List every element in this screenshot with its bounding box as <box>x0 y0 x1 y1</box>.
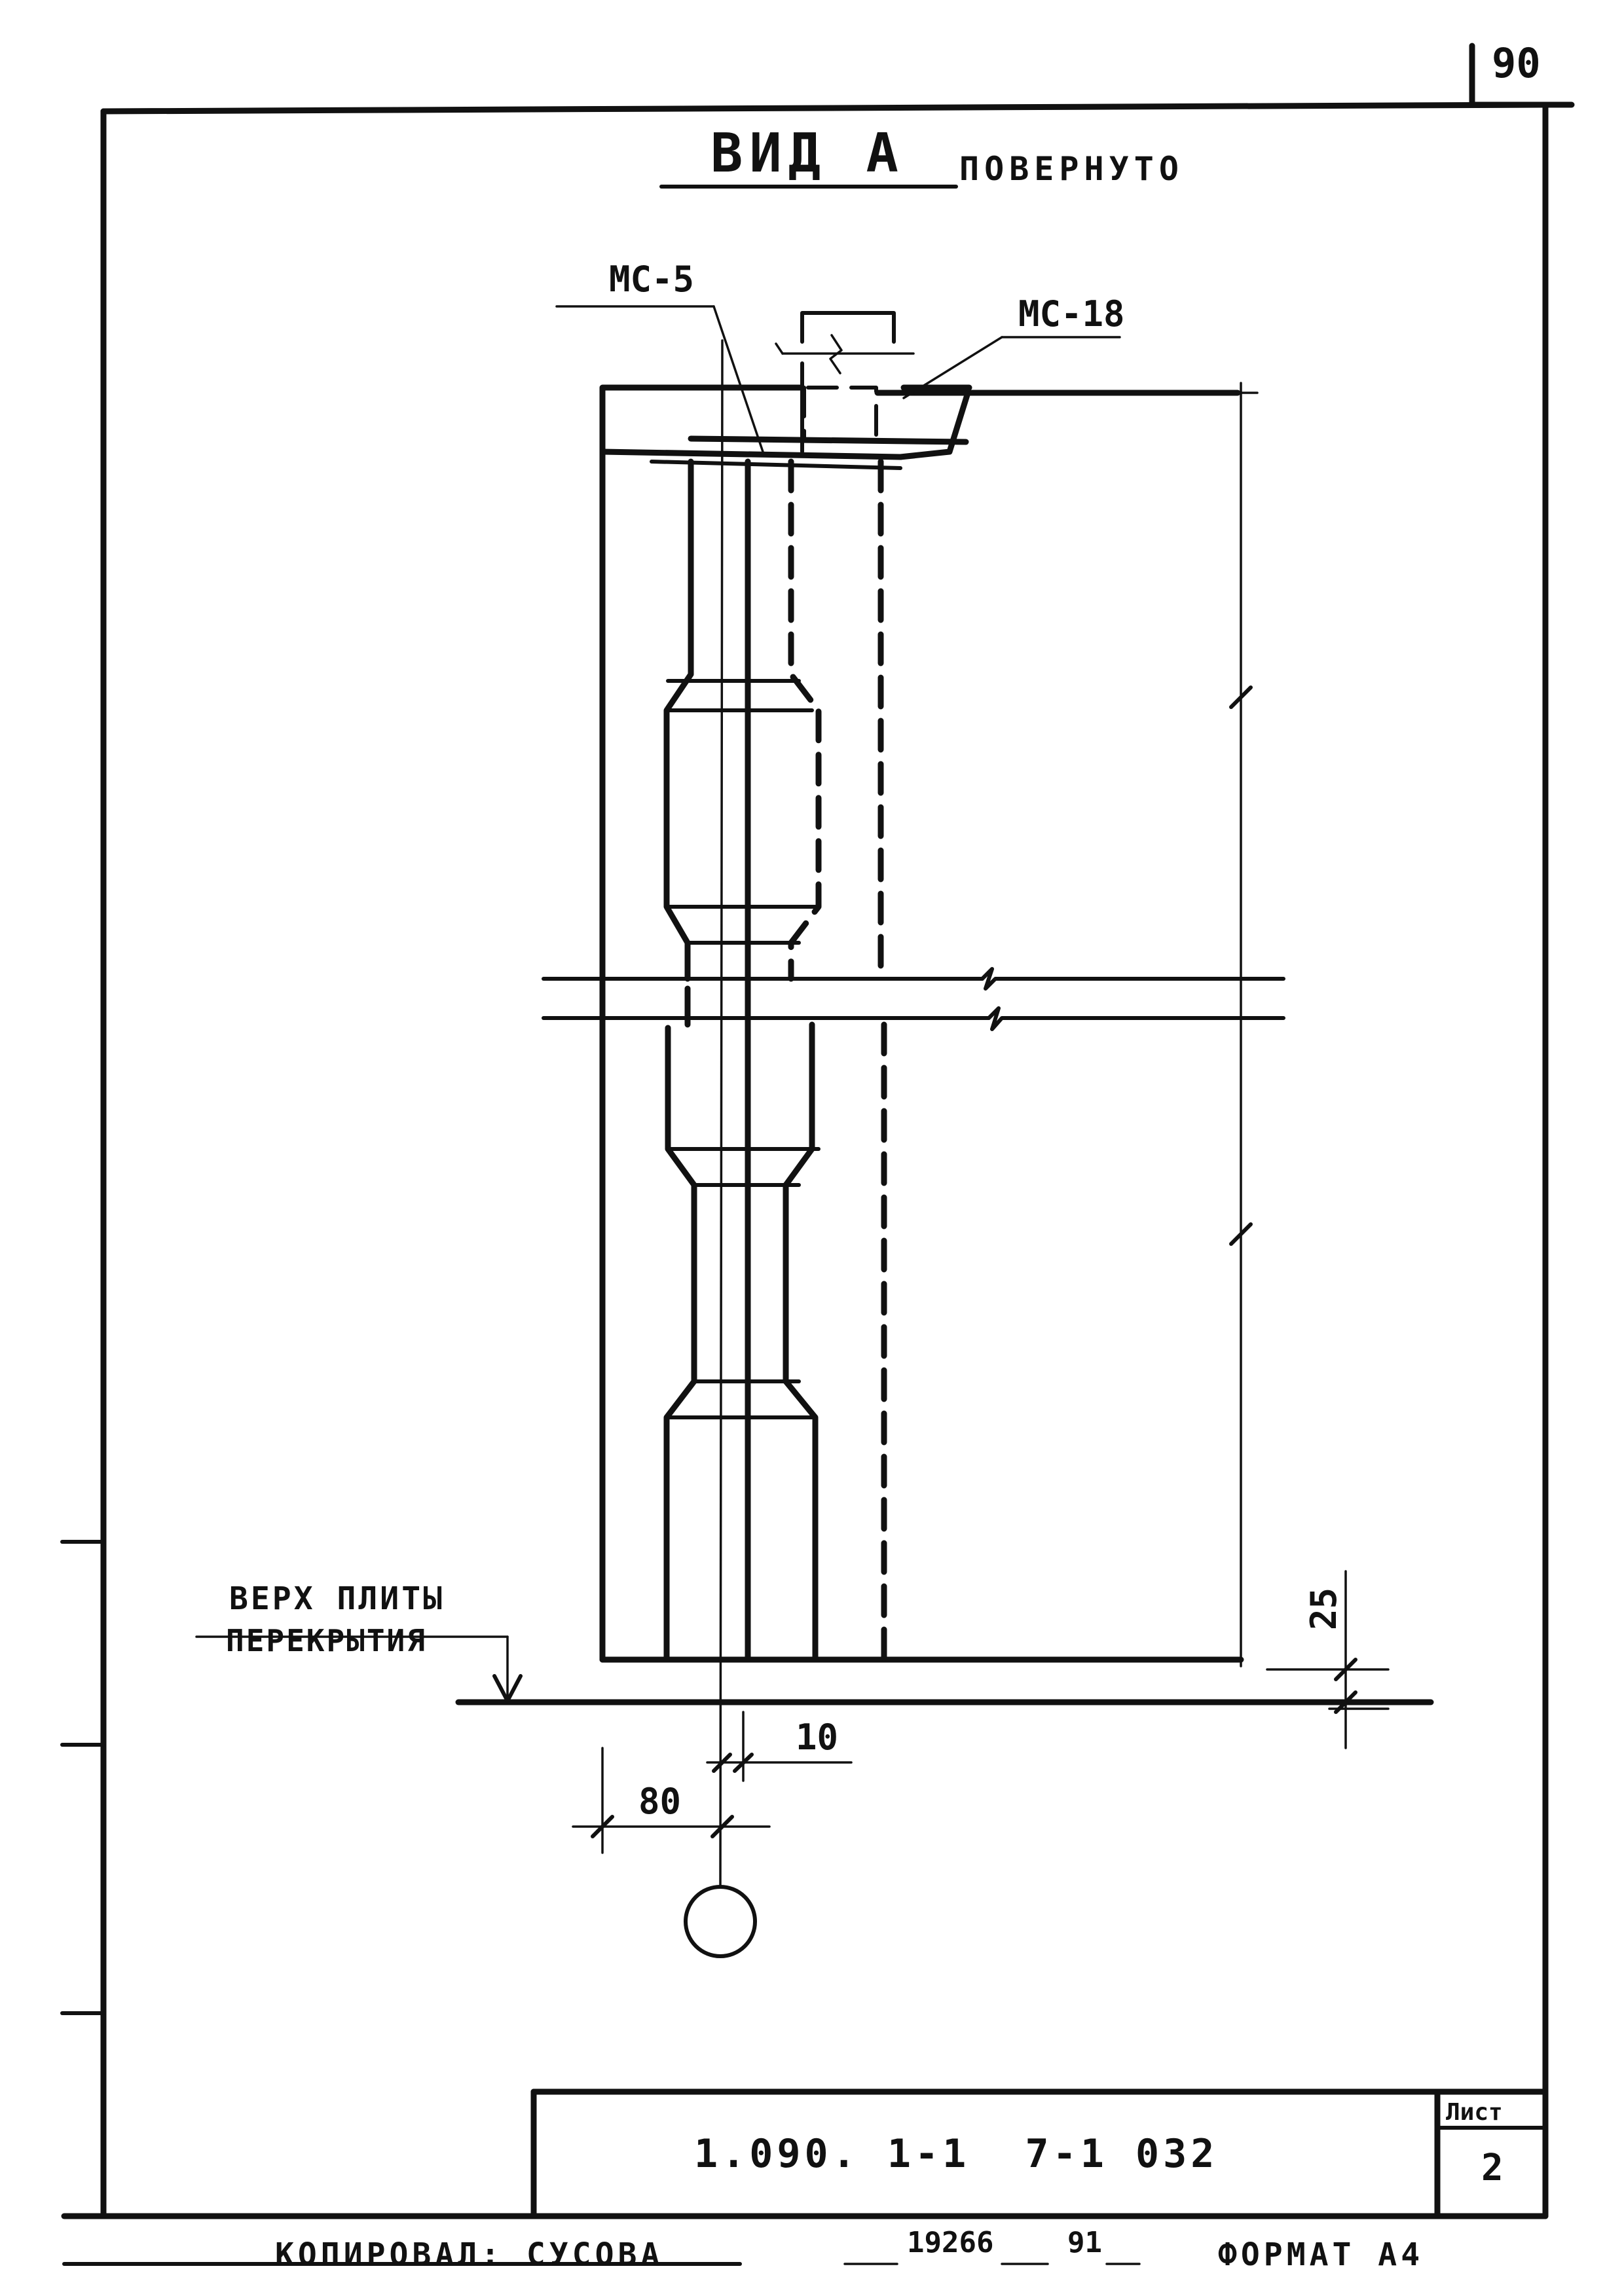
column-outline <box>599 384 1244 1663</box>
corner-sheet-number: 90 <box>1492 39 1541 87</box>
sheet-label: Лист <box>1446 2099 1503 2126</box>
footer-format: ФОРМАТ А4 <box>1218 2236 1424 2273</box>
footer-copied-by: КОПИРОВАЛ: СУСОВА <box>275 2236 663 2273</box>
callout-ms18-label: МС-18 <box>1018 293 1125 335</box>
level-label-line2: ПЕРЕКРЫТИЯ <box>226 1623 427 1658</box>
dimension-25-value: 25 <box>1303 1588 1344 1630</box>
view-subtitle: ПОВЕРНУТО <box>959 150 1184 188</box>
footer: КОПИРОВАЛ: СУСОВА 19266 91 ФОРМАТ А4 <box>62 2226 1424 2273</box>
center-axis <box>719 339 724 1887</box>
callout-ms5: МС-5 <box>555 259 764 453</box>
footer-year: 91 <box>1067 2226 1102 2259</box>
corner-stamp: 90 <box>1469 39 1575 108</box>
footer-order-number: 19266 <box>907 2226 993 2259</box>
height-dimension <box>967 382 1259 1667</box>
level-label-line1: ВЕРХ ПЛИТЫ <box>229 1580 445 1617</box>
sheet-number: 2 <box>1481 2147 1504 2189</box>
top-bracket <box>775 311 915 454</box>
sheet-frame <box>60 101 1549 2219</box>
dimension-10: 10 <box>706 1711 853 1782</box>
dimension-25: 25 <box>1266 1570 1390 1749</box>
axis-bubble <box>684 1885 757 1958</box>
callout-ms18: МС-18 <box>902 293 1125 399</box>
shaft-hidden <box>783 458 887 1663</box>
dimension-10-value: 10 <box>796 1717 838 1758</box>
break-lines <box>542 967 1285 1031</box>
callout-ms5-label: МС-5 <box>609 259 694 300</box>
shaft-solid <box>663 458 821 1663</box>
dimension-80: 80 <box>572 1747 771 1854</box>
drawing-designation: 1.090. 1-1 7-1 032 <box>694 2131 1218 2177</box>
view-title: ВИД А <box>710 122 905 185</box>
view-heading: ВИД А ПОВЕРНУТО <box>659 122 1184 189</box>
floor-level: ВЕРХ ПЛИТЫ ПЕРЕКРЫТИЯ <box>195 1580 1434 1705</box>
dimension-80-value: 80 <box>638 1781 681 1822</box>
title-block: 1.090. 1-1 7-1 032 Лист 2 <box>530 2088 1549 2219</box>
